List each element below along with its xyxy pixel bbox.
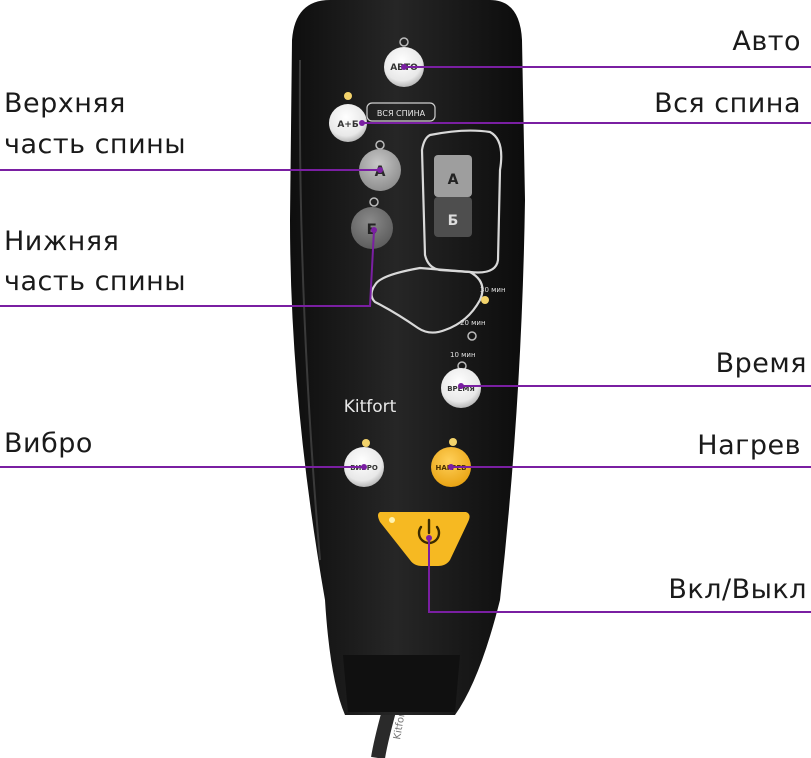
heat-indicator bbox=[449, 438, 457, 446]
remote-bottom-cap bbox=[343, 655, 460, 712]
vibro-indicator bbox=[362, 439, 370, 447]
cable-mark-label: Kitfort bbox=[392, 708, 408, 740]
timer-20-indicator bbox=[467, 331, 477, 341]
seat-zone-b-label: Б bbox=[448, 213, 459, 229]
power-callout-line bbox=[428, 538, 811, 613]
lower-back-callout-label-line1: Нижняя bbox=[4, 226, 120, 257]
heat-callout-label: Нагрев bbox=[697, 430, 801, 461]
ab-indicator bbox=[344, 92, 352, 100]
timer-10-label: 10 мин bbox=[450, 351, 476, 359]
ab-button-label: А+Б bbox=[337, 120, 359, 130]
full-back-label-box bbox=[366, 102, 436, 122]
full-back-label: ВСЯ СПИНА bbox=[377, 109, 426, 118]
lower-back-callout-line bbox=[0, 229, 375, 307]
remote-body bbox=[290, 0, 525, 715]
time-callout-label: Время bbox=[715, 348, 807, 379]
auto-indicator bbox=[399, 37, 409, 47]
seat-graphic bbox=[370, 129, 503, 334]
upper-back-callout-label-line2: часть спины bbox=[4, 129, 187, 160]
seat-zone-a-label: А bbox=[448, 172, 459, 188]
power-callout-label: Вкл/Выкл bbox=[668, 574, 807, 605]
full-back-callout-label: Вся спина bbox=[654, 88, 801, 119]
lower-back-callout-label-line2: часть спины bbox=[4, 266, 187, 297]
svg-text:Kitfort: Kitfort bbox=[392, 708, 408, 740]
seat-zone-b bbox=[434, 197, 472, 237]
timer-30-label: 30 мин bbox=[480, 286, 506, 294]
timer-30-indicator bbox=[481, 296, 489, 304]
vibro-callout-label: Вибро bbox=[4, 428, 93, 459]
seat-zone-a bbox=[434, 155, 472, 197]
callout-lines bbox=[0, 64, 811, 613]
b-indicator bbox=[369, 197, 379, 207]
power-button[interactable] bbox=[378, 512, 470, 566]
brand-logo: Kitfort bbox=[344, 397, 397, 417]
timer-20-label: 20 мин bbox=[460, 319, 486, 327]
upper-back-callout-label-line1: Верхняя bbox=[4, 88, 126, 119]
auto-callout-label: Авто bbox=[732, 26, 801, 57]
ab-button[interactable] bbox=[329, 104, 367, 142]
power-indicator bbox=[389, 517, 395, 523]
